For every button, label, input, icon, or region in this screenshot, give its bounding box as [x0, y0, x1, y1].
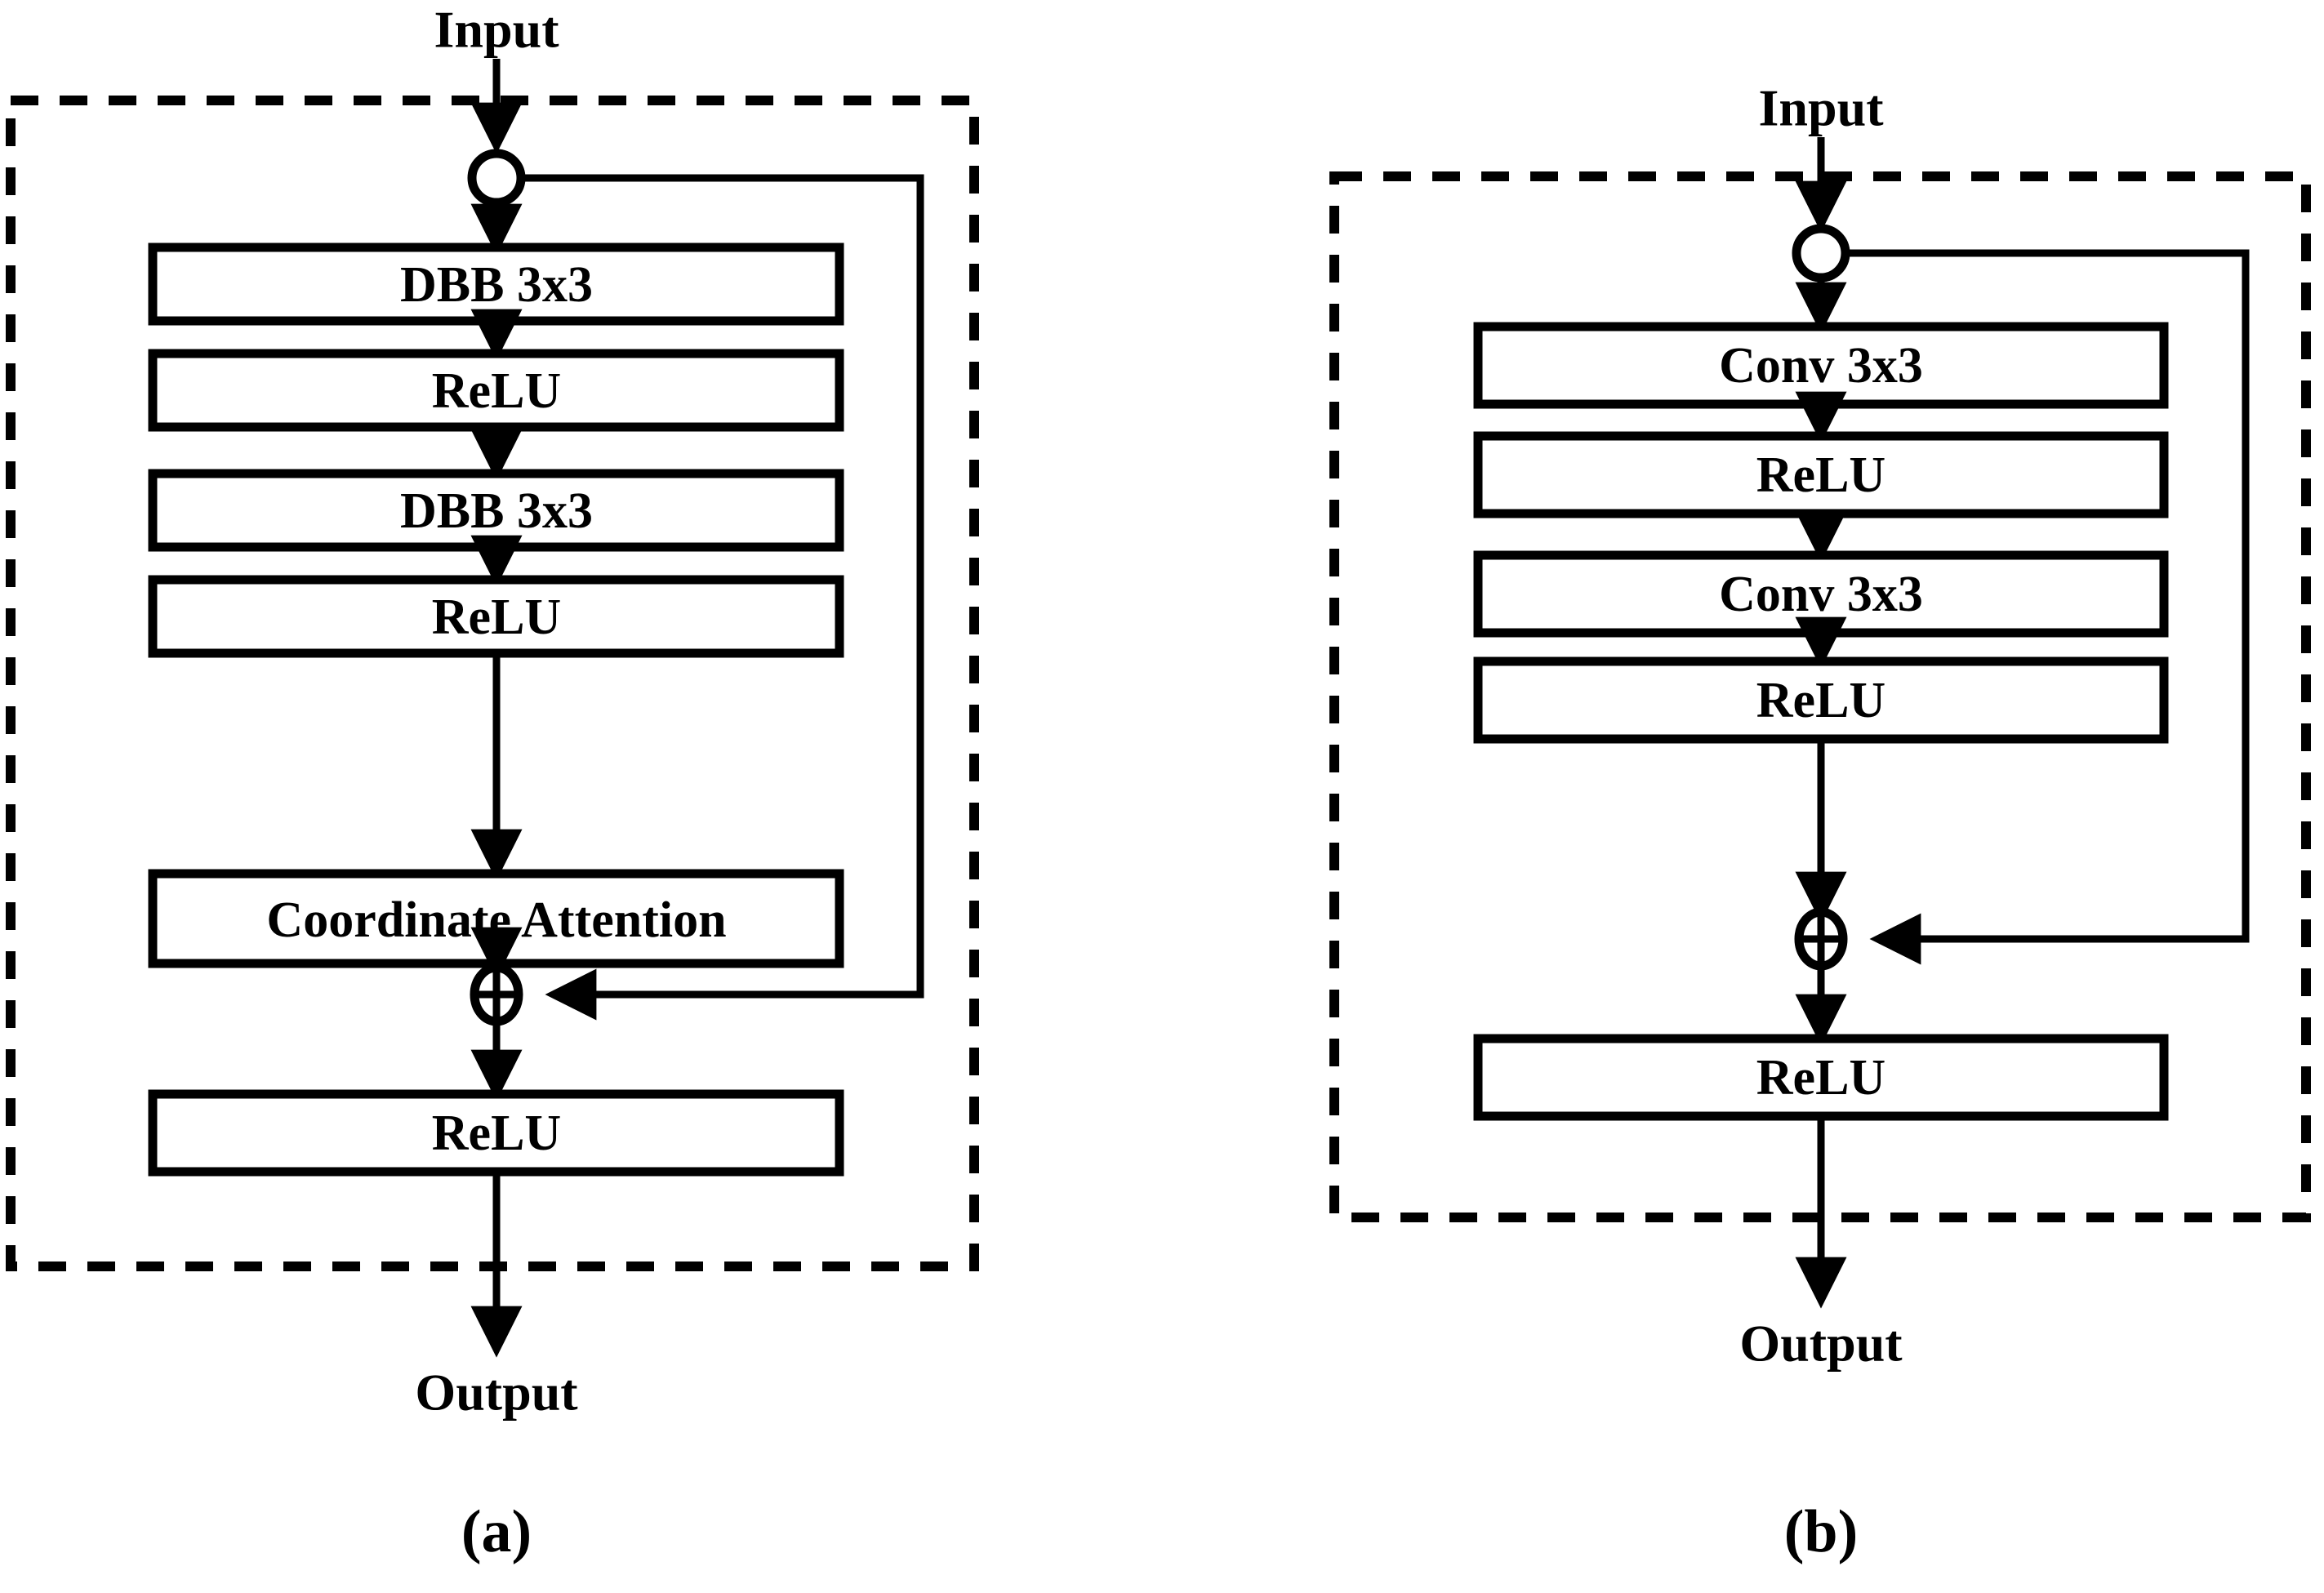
panel-b-block-4	[1473, 1034, 2169, 1121]
panel-b: Input Conv 3x3 ReLU Conv 3x3	[1329, 79, 2311, 1565]
panel-b-output-label: Output	[1739, 1315, 1903, 1373]
panel-a-dashed-boundary	[6, 96, 979, 1271]
panel-a-block-5-label: ReLU	[432, 1106, 561, 1161]
panel-a-block-0-label: DBB 3x3	[400, 257, 593, 313]
circle-split-node-icon	[1792, 224, 1850, 283]
panel-a: Input DBB 3x3 ReLU DBB 3x3	[6, 1, 979, 1565]
panel-b-caption: (b)	[1784, 1498, 1858, 1565]
panel-a-caption: (a)	[461, 1498, 532, 1565]
panel-a-block-4-label: Coordinate Attention	[266, 892, 726, 948]
panel-b-input-label: Input	[1759, 79, 1885, 137]
panel-b-block-4-label: ReLU	[1756, 1050, 1885, 1106]
circle-split-node-icon	[467, 149, 526, 207]
panel-b-block-2-label: Conv 3x3	[1719, 567, 1923, 622]
panel-b-block-3-label: ReLU	[1756, 673, 1885, 728]
panel-a-add-node	[470, 963, 523, 1026]
panel-a-block-1-label: ReLU	[432, 363, 561, 419]
panel-b-block-0-label: Conv 3x3	[1719, 338, 1923, 394]
panel-a-block-2-label: DBB 3x3	[400, 483, 593, 539]
panel-b-block-0	[1473, 322, 2169, 409]
panel-a-skip-connection	[521, 174, 924, 1021]
panel-b-add-node	[1794, 907, 1848, 971]
panel-a-input-label: Input	[434, 1, 560, 59]
panel-a-output-label: Output	[415, 1364, 578, 1422]
panel-b-block-2	[1473, 550, 2169, 638]
panel-a-block-3-label: ReLU	[432, 590, 561, 645]
panel-b-skip-connection	[1845, 249, 2250, 965]
panel-a-block-0	[148, 243, 844, 326]
panel-a-block-2	[148, 469, 844, 552]
panel-b-block-1-label: ReLU	[1756, 447, 1885, 503]
